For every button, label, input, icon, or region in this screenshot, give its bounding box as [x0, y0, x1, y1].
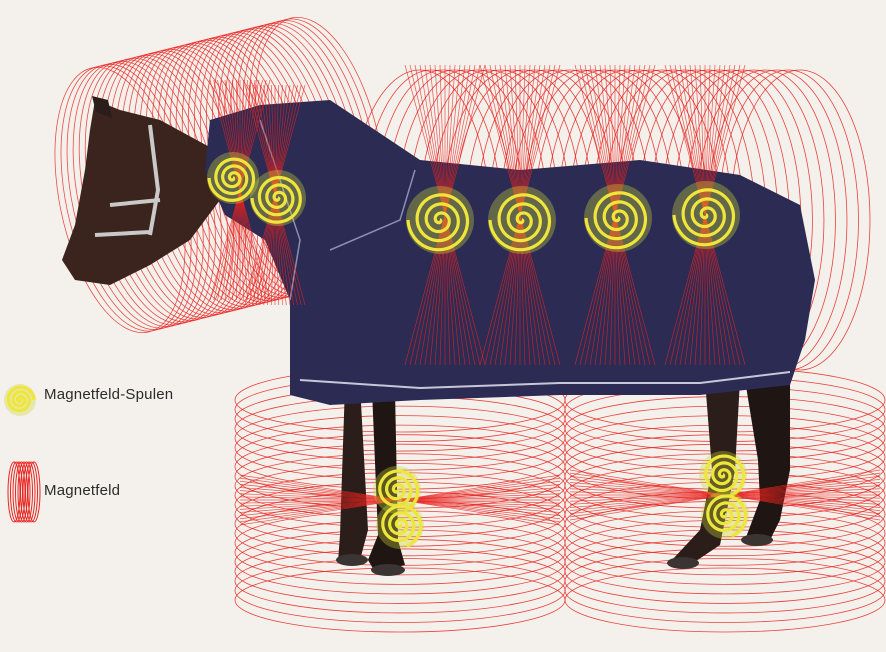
- coil: [4, 384, 36, 416]
- coil: [701, 491, 749, 539]
- horse-hind-leg-right: [745, 370, 790, 540]
- legend: [4, 384, 40, 522]
- hoof: [741, 534, 773, 546]
- coil: [672, 181, 740, 249]
- coil-legend-icon: [4, 384, 36, 416]
- coil: [584, 184, 652, 252]
- hoof: [371, 564, 405, 576]
- coil: [406, 186, 474, 254]
- coil: [250, 170, 306, 226]
- coil: [376, 501, 424, 549]
- coil: [488, 186, 556, 254]
- hoof: [667, 557, 699, 569]
- legend-field-label: Magnetfeld: [44, 482, 120, 499]
- hoof: [336, 554, 368, 566]
- legend-coils-label: Magnetfeld-Spulen: [44, 386, 173, 403]
- horse-front-leg-left: [338, 385, 368, 562]
- field-legend-icon: [8, 462, 40, 522]
